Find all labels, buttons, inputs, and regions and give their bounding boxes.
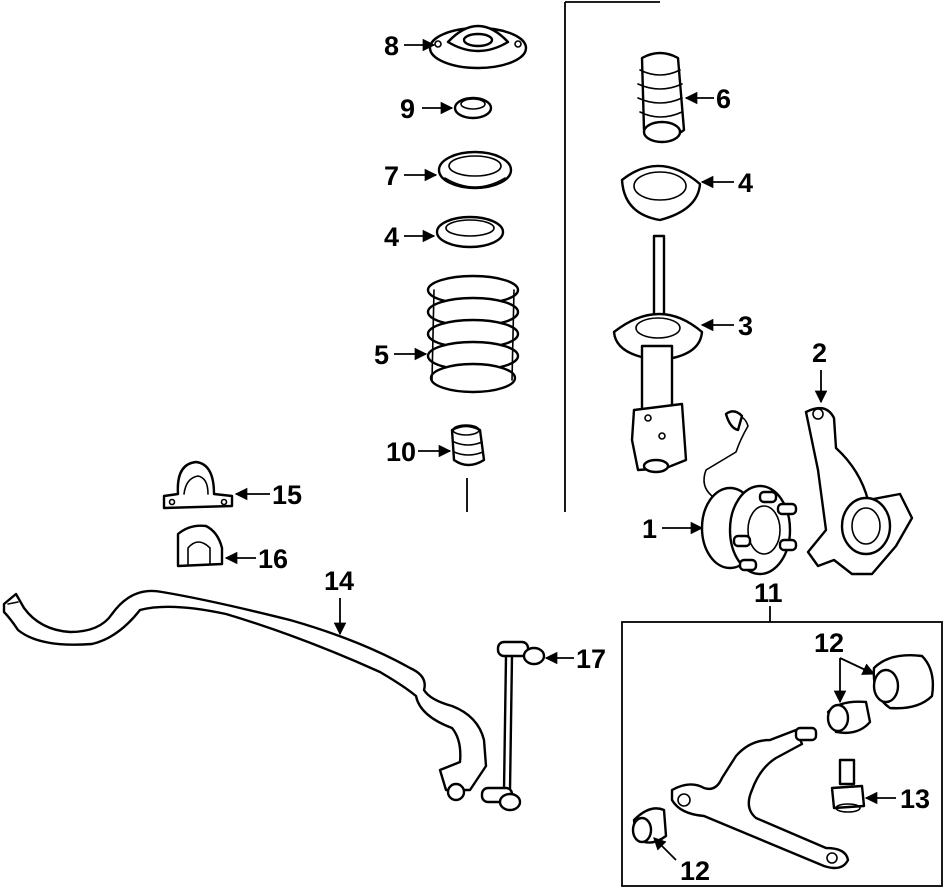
assembly-divider-lines: [466, 1, 660, 512]
callout-14: 14: [324, 566, 354, 596]
callout-17: 17: [576, 644, 606, 674]
callout-4-left: 4: [384, 222, 399, 252]
part-6-dust-boot: [637, 51, 686, 144]
part-12-bushing-bottom: [631, 807, 668, 844]
callout-8: 8: [384, 31, 399, 61]
callout-13: 13: [900, 784, 930, 814]
callout-labels: 8 9 7 4 5 10 6 4 3 2 1 11 15 16 14 17 12…: [258, 31, 930, 886]
part-8-strut-mount: [428, 24, 528, 70]
part-15-stabilizer-bracket: [162, 460, 234, 510]
callout-16: 16: [258, 544, 288, 574]
part-2-steering-knuckle: [804, 406, 914, 576]
part-7-upper-spring-seat: [437, 150, 513, 190]
part-3-strut-assembly: [612, 234, 704, 474]
callout-7: 7: [384, 161, 399, 191]
part-16-stabilizer-bushing: [176, 524, 224, 568]
part-14-stabilizer-bar: [2, 589, 488, 802]
callout-15: 15: [272, 480, 302, 510]
callout-3: 3: [738, 311, 753, 341]
part-4-insulator-right: [620, 164, 702, 222]
leader-lines: [224, 38, 896, 861]
part-4-insulator-left: [435, 215, 505, 249]
callout-10: 10: [386, 437, 416, 467]
part-17-stabilizer-link: [480, 640, 546, 812]
part-5-coil-spring: [426, 274, 520, 394]
part-9-bearing: [453, 96, 493, 120]
callout-9: 9: [400, 94, 415, 124]
part-13-ball-joint: [830, 758, 866, 813]
part-10-bump-stop: [450, 424, 486, 467]
part-1-hub-bearing: [700, 410, 798, 576]
part-11-lower-control-arm: [670, 726, 850, 870]
part-12-bushing-rear: [872, 654, 935, 710]
callout-6: 6: [716, 84, 731, 114]
callout-2: 2: [812, 338, 827, 368]
callout-4-right: 4: [738, 168, 753, 198]
callout-11: 11: [754, 578, 783, 608]
callout-12-top: 12: [814, 628, 844, 658]
callout-12-bottom: 12: [680, 856, 710, 886]
callout-5: 5: [374, 340, 389, 370]
part-11-control-arm-box: [621, 606, 943, 887]
callout-1: 1: [642, 514, 657, 544]
part-12-bushing-front: [826, 700, 872, 735]
